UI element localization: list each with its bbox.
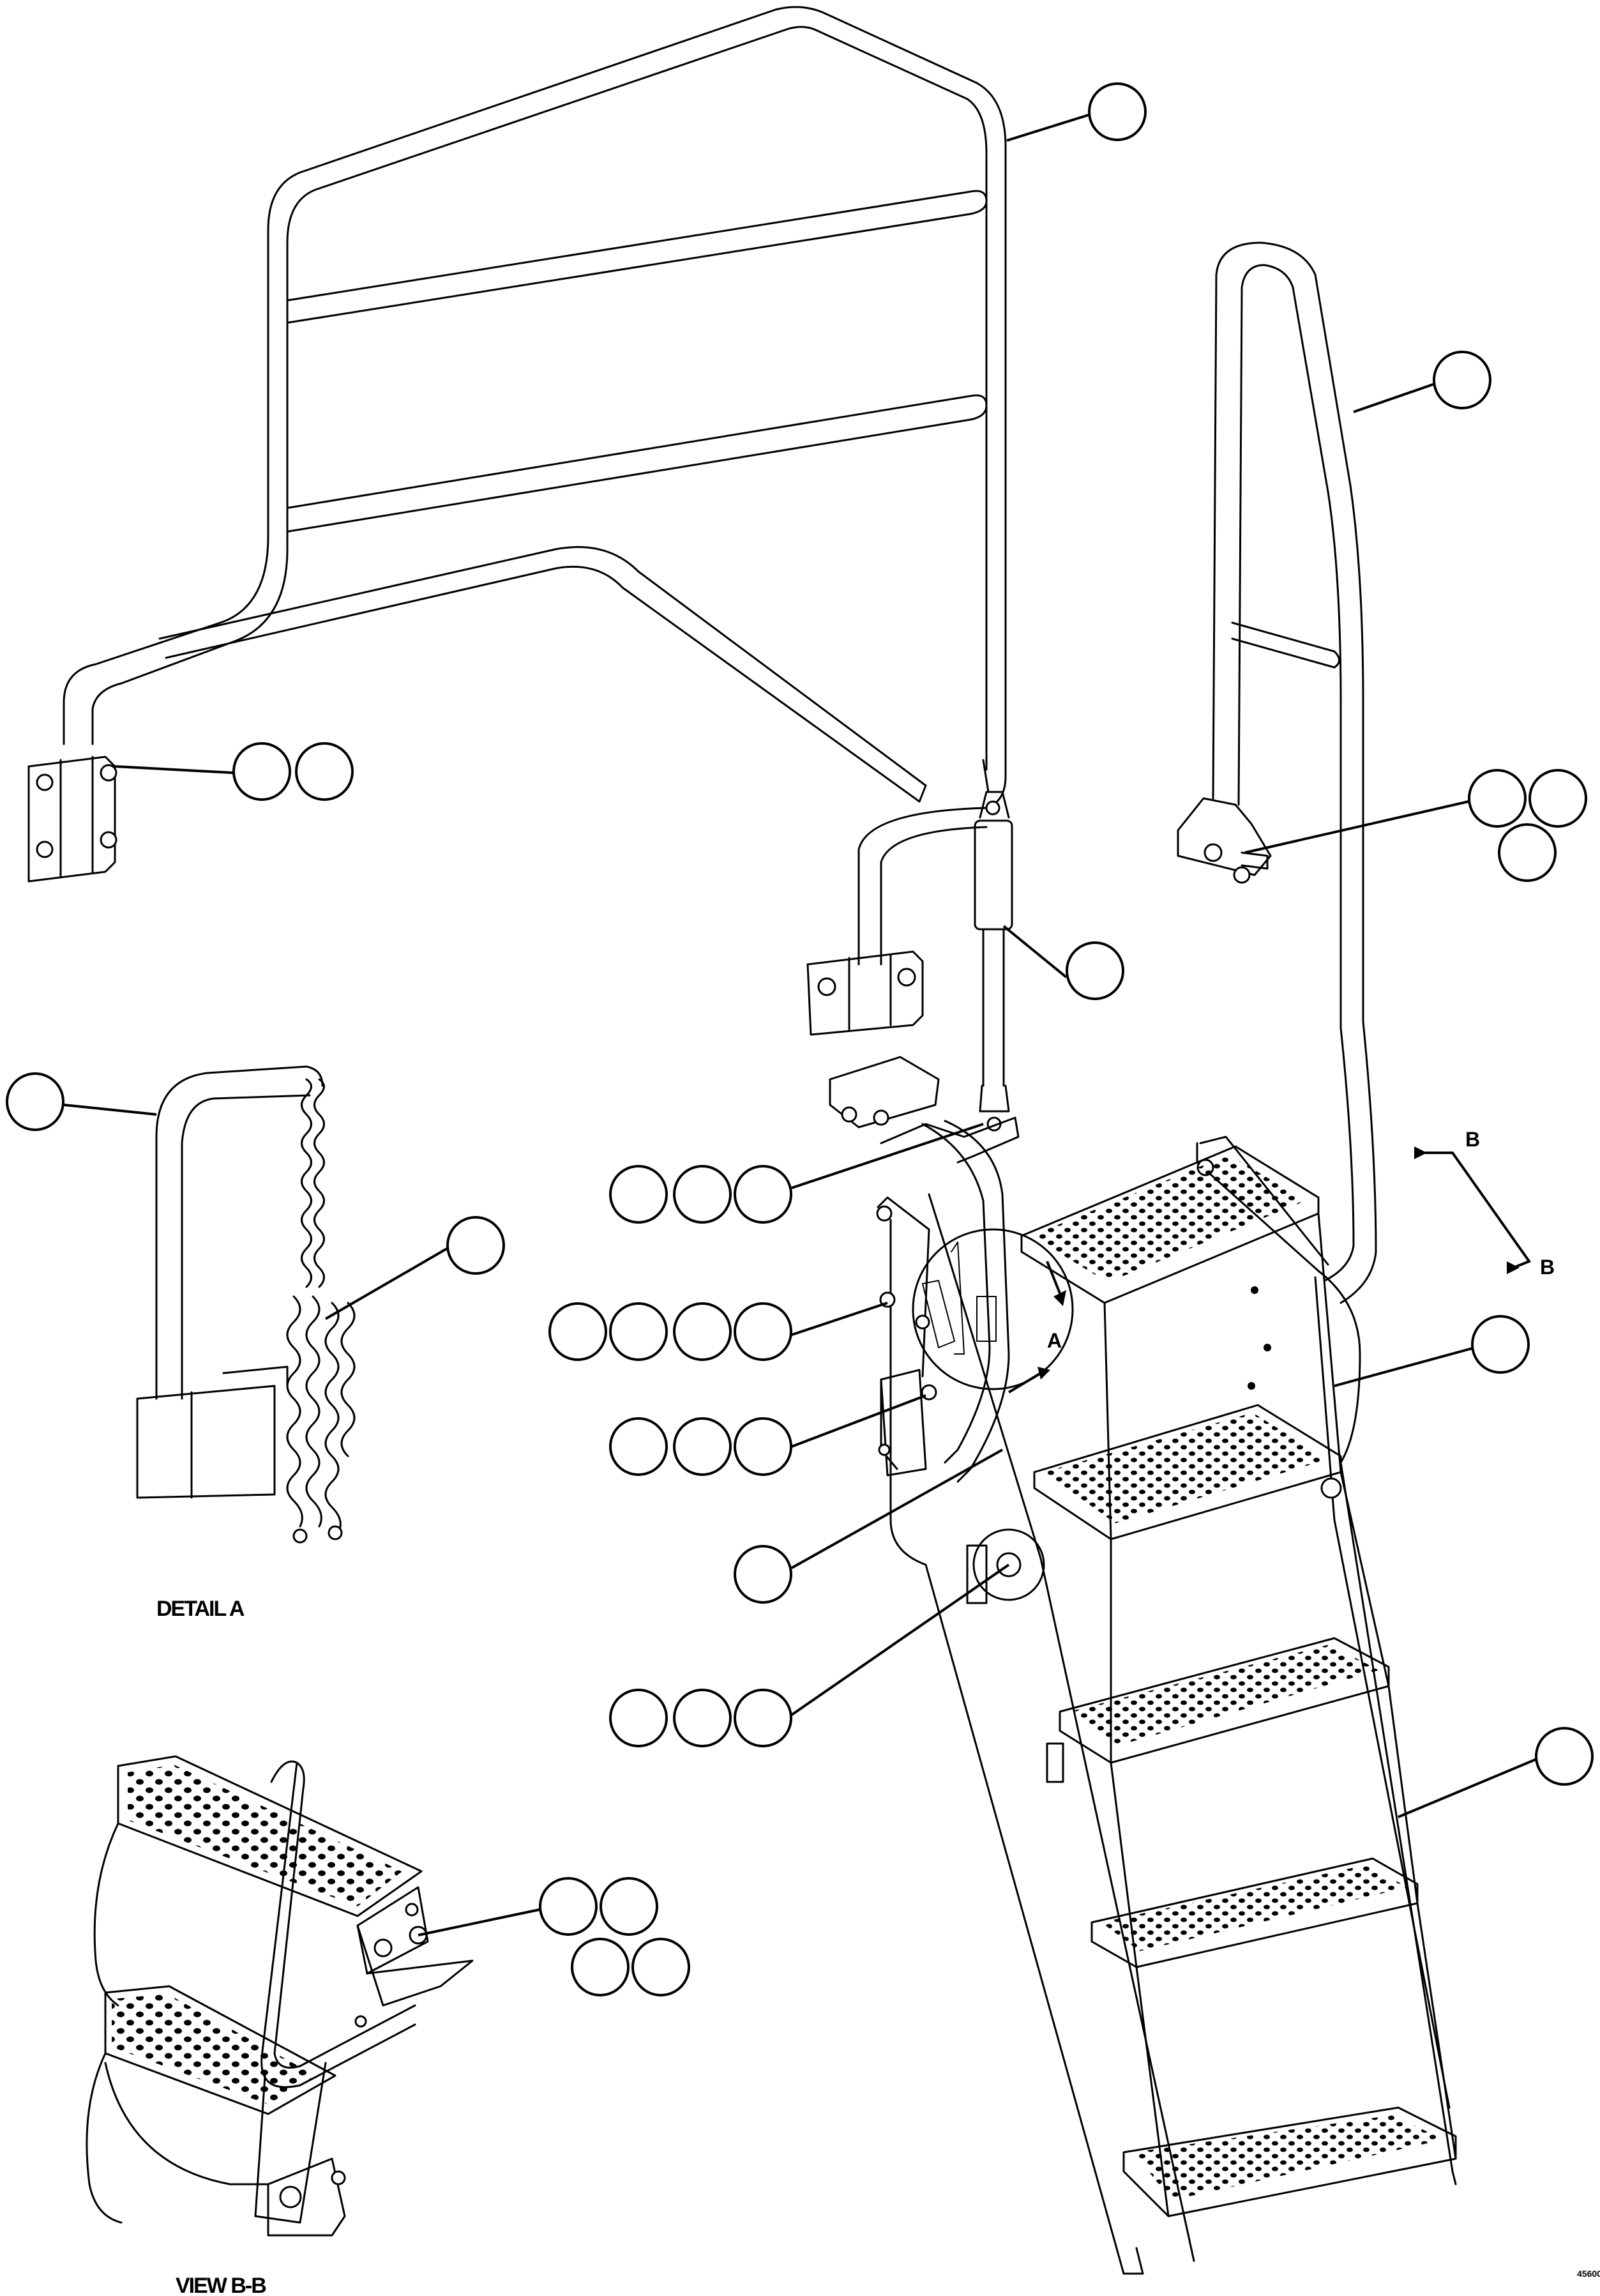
detail-a-caption: DETAIL A xyxy=(156,1597,245,1621)
pivot-bracket-hardware-callout xyxy=(548,1302,792,1361)
chain xyxy=(286,1078,356,1544)
right-handrail xyxy=(1177,241,1377,1304)
right-bracket-hardware-callout xyxy=(1468,769,1587,882)
view-bb-hardware-callout xyxy=(539,1877,690,1996)
side-plate-callout xyxy=(1471,1315,1530,1374)
drawing-code: 456000 xyxy=(1577,2269,1600,2279)
hinge-bolt-callout xyxy=(609,1417,792,1476)
view-bb-caption: VIEW B-B xyxy=(176,2274,266,2296)
main-pivot-callout xyxy=(609,1689,792,1747)
section-b-label-bottom: B xyxy=(1540,1256,1555,1279)
detail-a-marker-label: A xyxy=(1047,1329,1062,1352)
gas-strut xyxy=(974,759,1013,1132)
upper-handrail xyxy=(27,6,1007,1036)
left-clamp-hardware-callout xyxy=(232,742,354,801)
gas-strut-callout xyxy=(1066,941,1124,1000)
callout-balloons xyxy=(6,82,1594,1996)
section-marker-b: B B A xyxy=(1047,1128,1555,1352)
lower-hoop-callout xyxy=(734,1545,792,1604)
strut-mount-hardware-callout xyxy=(609,1165,792,1224)
view-b-b: VIEW B-B xyxy=(86,1755,474,2296)
detail-a-rail-callout xyxy=(6,1072,64,1131)
right-handrail-callout xyxy=(1433,351,1491,409)
upper-handrail-callout xyxy=(1088,82,1147,141)
detail-a-chain-callout xyxy=(446,1216,505,1275)
leader-lines xyxy=(63,114,1536,1936)
detail-a: DETAIL A xyxy=(136,1065,356,1621)
ladder xyxy=(829,1056,1457,2275)
section-b-label-top: B xyxy=(1465,1128,1480,1151)
stringer-callout xyxy=(1535,1727,1594,1786)
